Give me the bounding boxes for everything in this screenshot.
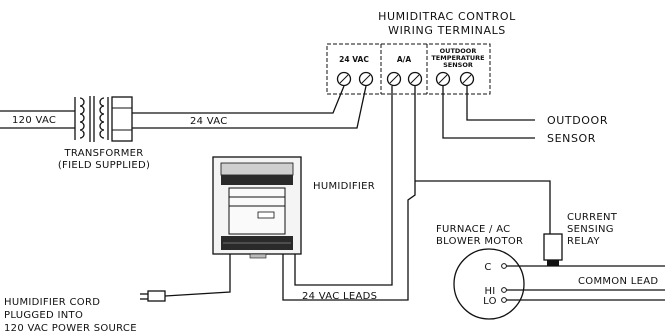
screw-terminal-icon [358, 71, 374, 87]
transformer-label-2: (FIELD SUPPLIED) [58, 160, 150, 171]
terminal-block-outline [326, 43, 491, 95]
current-relay-icon [543, 233, 563, 266]
terminal-aa-label: A/A [397, 55, 412, 64]
cord-label-3: 120 VAC POWER SOURCE [4, 323, 137, 333]
screw-terminal-icon [459, 71, 475, 87]
outdoor-sensor-label-1: OUTDOOR [547, 114, 608, 127]
vac24-wires [132, 85, 367, 129]
transformer-label-1: TRANSFORMER [63, 148, 143, 159]
outdoor-sensor-label-2: SENSOR [547, 132, 596, 145]
humidifier-cord [140, 254, 231, 302]
humidifier-icon [212, 156, 302, 259]
transformer-icon [74, 96, 133, 142]
relay-wire [415, 180, 551, 234]
screw-terminal-icon [386, 71, 402, 87]
humidifier-label: HUMIDIFIER [313, 181, 375, 192]
motor-hi-label: HI [484, 286, 495, 297]
terminal-block: 24 VAC A/A OUTDOOR TEMPERATURE SENSOR [326, 43, 491, 95]
motor-c-label: C [484, 262, 491, 273]
vac120-wires [0, 110, 75, 129]
outdoor-sensor-wires [442, 86, 535, 139]
vac24-wire-label: 24 VAC [190, 116, 228, 127]
relay-label-3: RELAY [567, 236, 600, 247]
blower-motor-icon [453, 248, 525, 320]
furnace-label-1: FURNACE / AC [436, 224, 510, 235]
motor-leads [506, 265, 665, 301]
screw-terminal-icon [407, 71, 423, 87]
cord-label-2: PLUGGED INTO [4, 310, 83, 321]
terminal-outdoor-label-1: OUTDOOR [440, 47, 477, 55]
vac24-leads [282, 86, 416, 301]
screw-terminal-icon [435, 71, 451, 87]
header-line2: WIRING TERMINALS [388, 24, 506, 37]
cord-label-1: HUMIDIFIER CORD [4, 297, 100, 308]
relay-label-1: CURRENT [567, 212, 618, 223]
common-lead-label: COMMON LEAD [578, 276, 658, 287]
vac120-label: 120 VAC [12, 115, 56, 126]
furnace-label-2: BLOWER MOTOR [436, 236, 523, 247]
screw-terminal-icon [336, 71, 352, 87]
terminal-outdoor-label-3: SENSOR [443, 61, 473, 69]
terminal-24vac-label: 24 VAC [339, 55, 369, 64]
header-line1: HUMIDITRAC CONTROL [378, 10, 516, 23]
leads-24vac-label: 24 VAC LEADS [302, 291, 377, 302]
motor-lo-label: LO [483, 296, 497, 307]
terminal-outdoor-label-2: TEMPERATURE [431, 54, 484, 62]
relay-label-2: SENSING [567, 224, 614, 235]
